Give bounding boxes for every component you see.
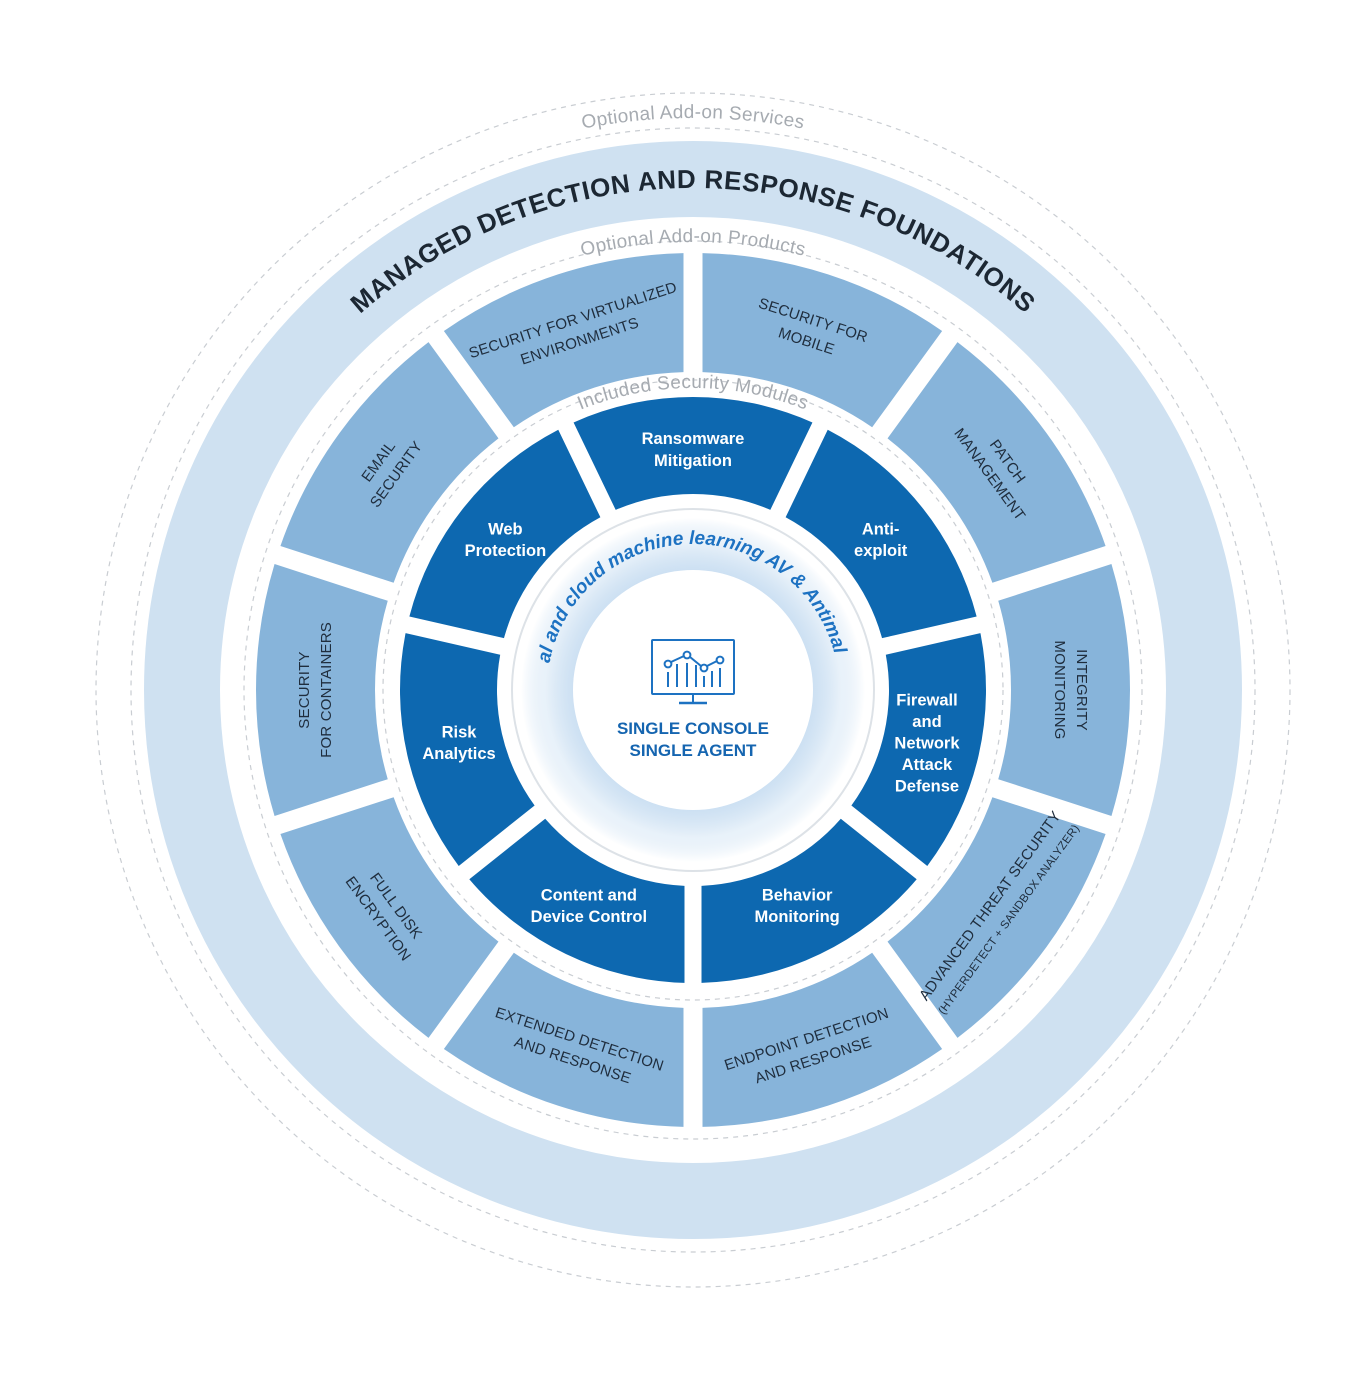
module-firewall-network-attack-defense-label-line: and: [912, 713, 941, 731]
products-dashed-circle: [243, 240, 1143, 1140]
segment-full-disk-encryption[interactable]: [280, 797, 499, 1038]
module-firewall-network-attack-defense-label-line: Firewall: [896, 691, 957, 709]
segment-security-for-containers-label-line: FOR CONTAINERS: [318, 622, 335, 758]
module-ransomware-mitigation[interactable]: [573, 396, 813, 510]
module-ransomware-mitigation-label-line: Ransomware: [642, 430, 745, 448]
mdr-foundations-ring: [144, 141, 1242, 1239]
module-content-and-device-control[interactable]: [469, 818, 685, 983]
module-risk-analytics-label-line: Analytics: [422, 745, 495, 763]
module-web-protection[interactable]: [409, 429, 601, 639]
core-label-line2: SINGLE AGENT: [630, 741, 757, 760]
module-behavior-monitoring-label-line: Monitoring: [755, 908, 840, 926]
services-dashed-circle: [95, 92, 1291, 1288]
segment-advanced-threat-security[interactable]: [887, 797, 1106, 1038]
segment-patch-management[interactable]: [887, 342, 1106, 583]
module-behavior-monitoring[interactable]: [701, 818, 917, 983]
optional-add-on-products-ring: SECURITY FORMOBILEPATCHMANAGEMENTINTEGRI…: [256, 253, 1130, 1127]
module-content-and-device-control-label-line: Content and: [541, 886, 637, 904]
module-anti-exploit[interactable]: [785, 429, 977, 639]
segment-security-for-containers-label: SECURITY FOR CONTAINERS: [296, 622, 335, 758]
segment-security-for-containers-label-line: SECURITY: [296, 651, 313, 728]
mdr-dashed-circle: [130, 127, 1256, 1253]
segment-security-for-containers[interactable]: [256, 564, 388, 816]
module-firewall-network-attack-defense-label-line: Defense: [895, 777, 959, 795]
module-ransomware-mitigation-label-line: Mitigation: [654, 452, 732, 470]
core-label-line1: SINGLE CONSOLE: [617, 719, 769, 738]
module-firewall-network-attack-defense-label-line: Network: [894, 734, 960, 752]
segment-email-security[interactable]: [280, 342, 499, 583]
segment-security-for-virtualized-environments[interactable]: [443, 253, 684, 428]
modules-dashed-circle: [382, 379, 1004, 1001]
module-firewall-network-attack-defense-label-line: Attack: [902, 756, 953, 774]
module-risk-analytics[interactable]: [400, 633, 535, 866]
segment-security-for-mobile[interactable]: [702, 253, 943, 428]
module-firewall-network-attack-defense[interactable]: [851, 633, 986, 866]
segment-integrity-monitoring-label-line: MONITORING: [1051, 640, 1068, 739]
module-anti-exploit-label: Anti-exploit: [854, 521, 908, 561]
segment-endpoint-detection-and-response[interactable]: [702, 952, 943, 1127]
module-content-and-device-control-label-line: Device Control: [531, 908, 647, 926]
module-web-protection-label-line: Protection: [465, 542, 547, 560]
optional-products-label: Optional Add-on Products: [578, 226, 807, 261]
segment-integrity-monitoring[interactable]: [998, 564, 1130, 816]
segment-integrity-monitoring-label-line: INTEGRITY: [1073, 649, 1090, 731]
module-behavior-monitoring-label-line: Behavior: [762, 886, 833, 904]
segment-integrity-monitoring-label: INTEGRITY MONITORING: [1051, 640, 1090, 739]
monitor-analytics-icon: [651, 639, 735, 705]
module-anti-exploit-label-line: exploit: [854, 542, 908, 560]
module-web-protection-label-line: Web: [488, 521, 523, 539]
core-circle: [573, 570, 813, 810]
segment-extended-detection-and-response[interactable]: [443, 952, 684, 1127]
optional-services-label: Optional Add-on Services: [580, 102, 806, 134]
module-anti-exploit-label-line: Anti-: [862, 521, 900, 539]
module-risk-analytics-label-line: Risk: [442, 724, 478, 742]
